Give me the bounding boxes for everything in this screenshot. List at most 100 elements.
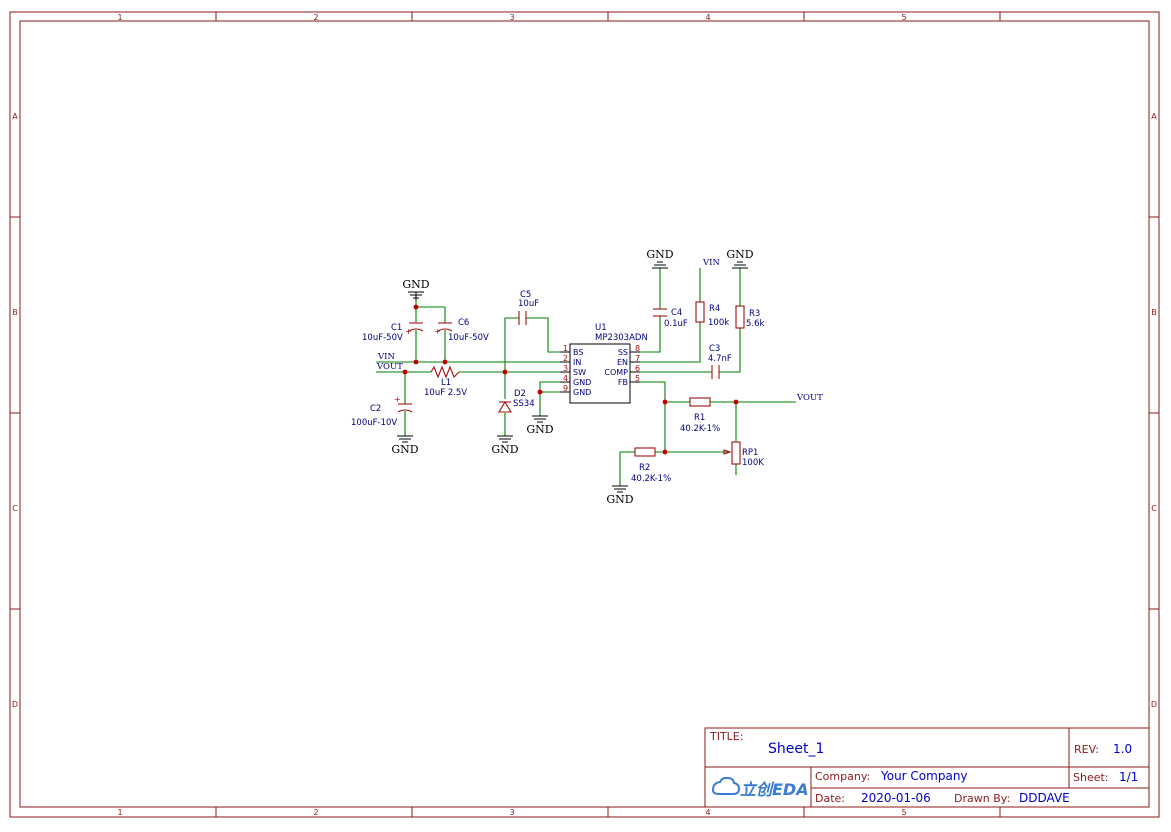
diode-d2: D2 SS34 [498, 389, 535, 413]
r3-value: 5.6k [746, 319, 765, 329]
gnd-label: GND [646, 248, 673, 261]
col-label-bottom-2: 2 [313, 808, 318, 817]
gnd-label: GND [606, 493, 633, 506]
gnd-symbol-c4: GND [646, 248, 674, 269]
u1-pin-name: SS [618, 348, 628, 357]
c4-ref: C4 [671, 308, 682, 318]
c5-left-wire [504, 317, 519, 372]
junctions [402, 304, 739, 455]
resistor-r4: R4 100k [695, 301, 729, 328]
c5-right-wire [526, 317, 560, 353]
u1-ref: U1 [595, 323, 607, 333]
svg-text:+: + [394, 395, 401, 404]
c6-value: 10uF-50V [448, 333, 489, 343]
junction [662, 449, 668, 455]
junction [502, 369, 508, 375]
u1-pin-num: 6 [635, 364, 640, 373]
capacitor-c5: C5 10uF [518, 290, 539, 325]
sheet-label: Sheet: [1073, 771, 1109, 784]
u1-pin-num: 8 [635, 344, 640, 353]
col-label-top-3: 3 [509, 13, 514, 22]
logo-text: 立创EDA [740, 780, 809, 799]
gnd-pin-wire [539, 381, 560, 416]
capacitor-c1: + C1 10uF-50V [362, 322, 424, 343]
l1-value: 10uF 2.5V [424, 388, 467, 398]
svg-text:+: + [405, 327, 412, 336]
c1-ref: C1 [391, 323, 402, 333]
u1-pin-name: BS [573, 348, 583, 357]
capacitor-c3: C3 4.7nF [708, 344, 732, 379]
junction [442, 359, 448, 365]
wires [376, 268, 796, 486]
r1-ref: R1 [694, 413, 705, 423]
row-label-right-a: A [1151, 112, 1157, 121]
gnd-label: GND [402, 278, 429, 291]
gnd-symbol-r2: GND [606, 485, 634, 506]
u1-pin-name: IN [573, 358, 581, 367]
junction [733, 399, 739, 405]
title-block: TITLE: Sheet_1 REV: 1.0 立创EDA Company: Y… [704, 727, 1150, 808]
c4-value: 0.1uF [664, 319, 688, 329]
d2-value: SS34 [513, 399, 535, 409]
u1-pin-num: 5 [635, 374, 640, 383]
company-value: Your Company [880, 769, 968, 783]
gnd-label: GND [726, 248, 753, 261]
u1-pin-name: EN [617, 358, 628, 367]
drawn-by-label: Drawn By: [954, 792, 1010, 805]
rev-value: 1.0 [1113, 742, 1132, 756]
gnd-symbol-c1c6: GND [402, 278, 430, 300]
u1-pin-num: 1 [563, 344, 568, 353]
gnd-symbols: GND GND GND GND GND [391, 248, 753, 506]
en-wire [640, 322, 701, 363]
sheet-value: 1/1 [1119, 770, 1138, 784]
junction [662, 399, 668, 405]
svg-text:+: + [434, 327, 441, 336]
c6-ref: C6 [458, 318, 469, 328]
capacitor-c6: + C6 10uF-50V [434, 318, 489, 343]
col-label-bottom-3: 3 [509, 808, 514, 817]
c2-ref: C2 [370, 404, 381, 414]
col-label-top-5: 5 [901, 13, 906, 22]
cloud-icon [711, 776, 741, 795]
rp1-value: 100K [742, 458, 764, 468]
r4-value: 100k [708, 318, 729, 328]
c1-value: 10uF-50V [362, 333, 403, 343]
vin-net-label: VIN [377, 352, 395, 362]
c5-ref: C5 [520, 290, 531, 300]
u1-value: MP2303ADN [595, 333, 648, 343]
row-label-left-b: B [12, 308, 18, 317]
gnd-label: GND [526, 423, 553, 436]
col-label-bottom-1: 1 [117, 808, 122, 817]
c3-r3-wire [719, 328, 741, 373]
r2-ref: R2 [639, 463, 650, 473]
resistor-r3: R3 5.6k [735, 305, 765, 329]
gnd-symbol-c2: GND [391, 435, 419, 456]
r1-value: 40.2K-1% [680, 424, 720, 434]
r2-value: 40.2K-1% [631, 474, 671, 484]
resistor-r1: R1 40.2K-1% [680, 397, 720, 434]
potentiometer-rp1: RP1 100K [723, 441, 764, 468]
date-label: Date: [815, 792, 845, 805]
l1-ref: L1 [441, 378, 451, 388]
u1-body [569, 343, 631, 404]
vin-net-label-r4: VIN [702, 258, 720, 268]
u1-pin-num: 7 [635, 354, 640, 363]
col-label-bottom-4: 4 [705, 808, 710, 817]
col-label-top-1: 1 [117, 13, 122, 22]
u1-pin-name: COMP [604, 368, 628, 377]
d2-ref: D2 [514, 389, 526, 399]
ss-wire [640, 316, 661, 353]
gnd-label: GND [391, 443, 418, 456]
u1-pin-name: GND [573, 388, 591, 397]
row-label-right-c: C [1151, 504, 1157, 513]
row-label-right-b: B [1151, 308, 1157, 317]
capacitor-c2: + C2 100uF-10V [351, 395, 413, 428]
r2-gnd-wire [619, 451, 635, 486]
inductor-l1: L1 10uF 2.5V [424, 365, 467, 398]
u1-pin-num: 4 [563, 374, 568, 383]
col-label-top-4: 4 [705, 13, 710, 22]
u1-pin-num: 2 [563, 354, 568, 363]
sheet-border: 1 2 3 4 5 1 2 3 4 5 A B C D A B C D [9, 11, 1160, 818]
